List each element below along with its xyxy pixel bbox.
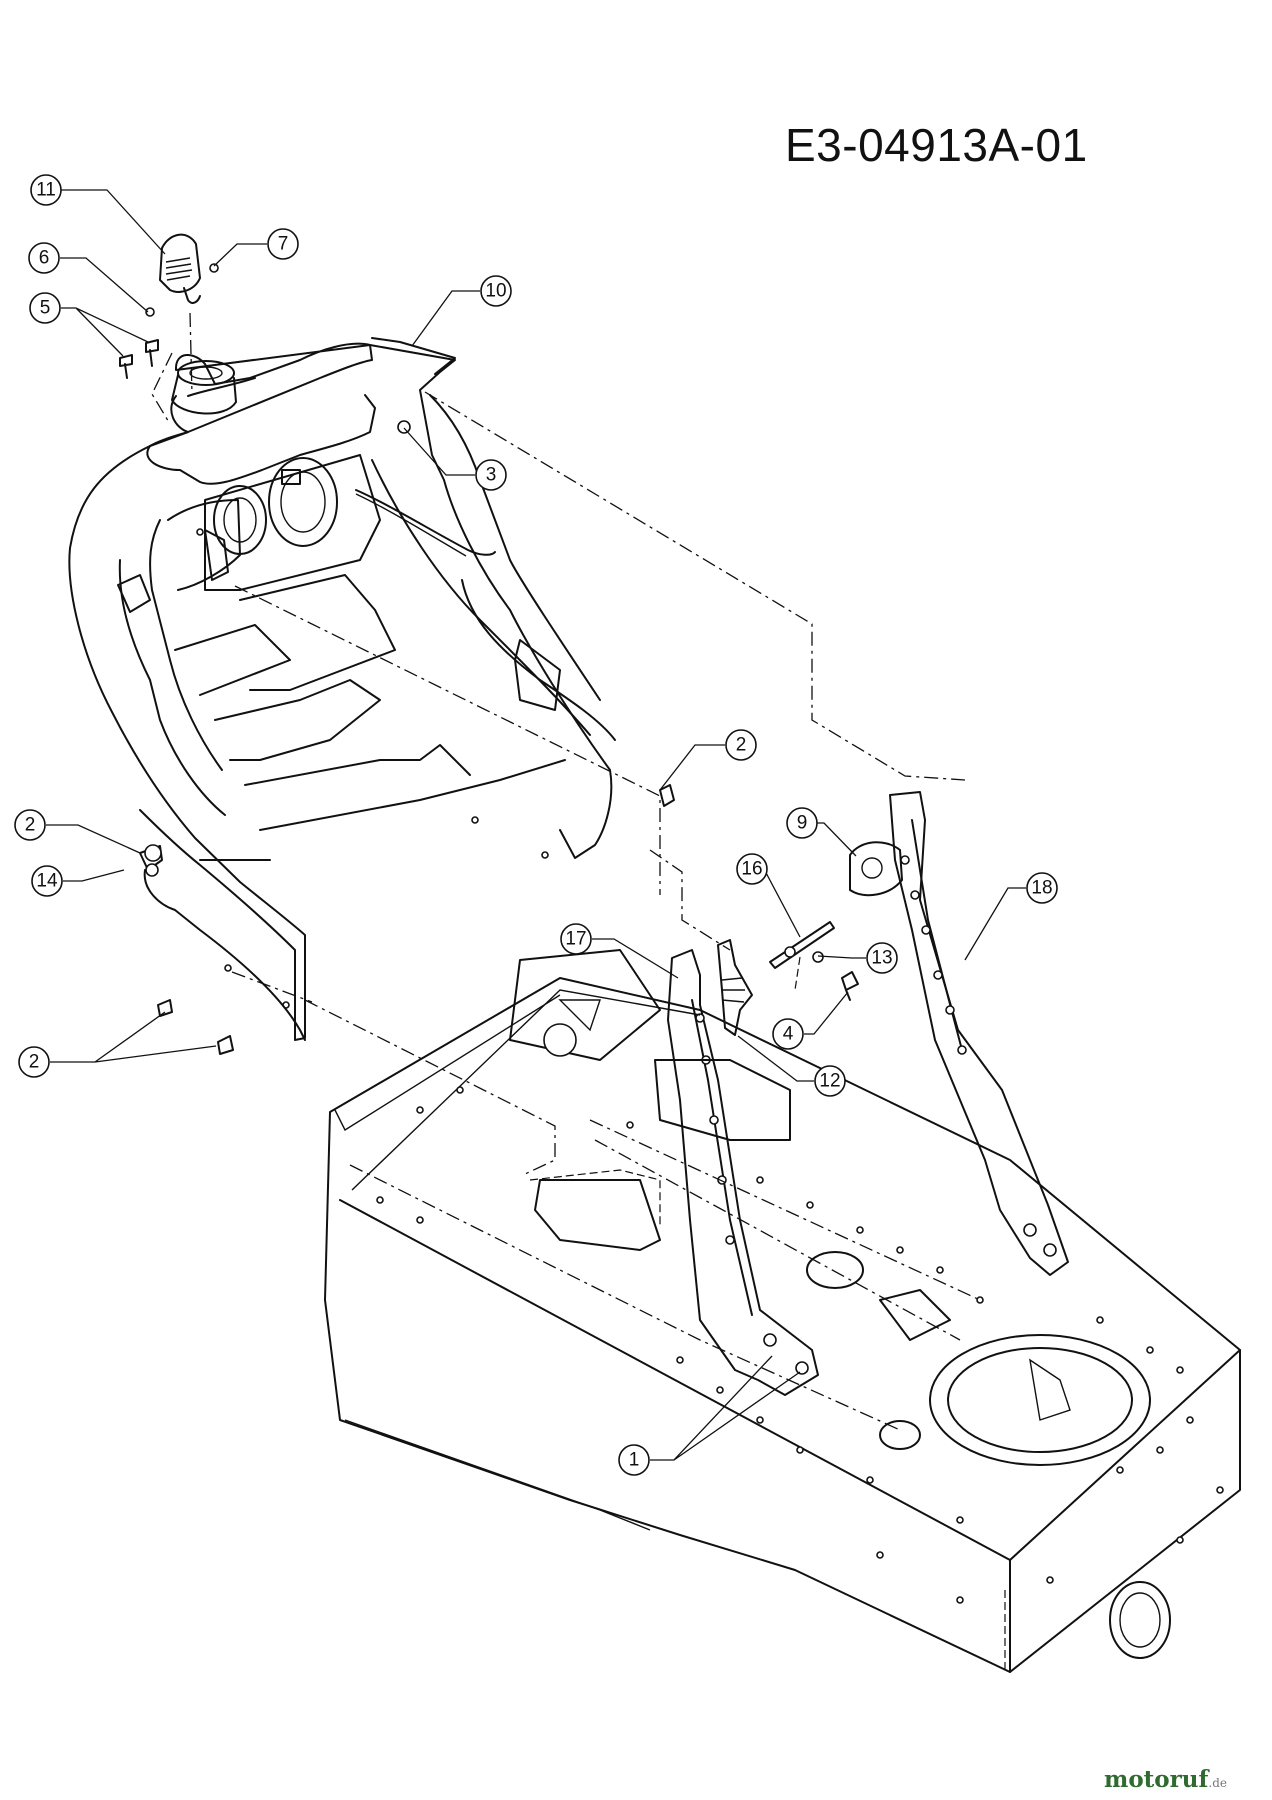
callout-14: 14 (31, 865, 63, 897)
callout-10: 10 (480, 275, 512, 307)
svg-text:17: 17 (565, 929, 586, 950)
svg-text:2: 2 (29, 1052, 40, 1073)
chassis-frame (324, 949, 1241, 1673)
svg-text:2: 2 (25, 815, 36, 836)
small-fasteners (119, 263, 411, 434)
svg-text:7: 7 (278, 234, 289, 255)
assembly-lines (151, 312, 966, 1175)
callout-2-dash: 2 (725, 729, 757, 761)
callout-1: 1 (618, 1444, 650, 1476)
svg-text:2: 2 (736, 735, 747, 756)
left-side-panel (139, 784, 675, 1055)
callout-17: 17 (560, 923, 592, 955)
svg-text:14: 14 (36, 871, 58, 892)
callout-2-left: 2 (14, 809, 46, 841)
svg-text:3: 3 (486, 465, 497, 486)
svg-text:6: 6 (39, 248, 50, 269)
callout-7: 7 (267, 228, 299, 260)
support-bracket-17 (667, 949, 819, 1396)
callout-6: 6 (28, 242, 60, 274)
support-bracket-18 (889, 791, 1069, 1276)
callout-leaders (46, 189, 1026, 1461)
switch-bracket-12 (717, 939, 753, 1036)
svg-text:4: 4 (783, 1024, 794, 1045)
switch-parts (769, 841, 903, 1001)
callout-11: 11 (30, 174, 62, 206)
callout-5: 5 (29, 292, 61, 324)
callout-16: 16 (736, 853, 768, 885)
svg-text:5: 5 (40, 298, 51, 319)
callout-2-lower: 2 (18, 1046, 50, 1078)
fuel-cap (159, 233, 201, 304)
svg-text:18: 18 (1031, 878, 1052, 899)
svg-text:16: 16 (741, 859, 762, 880)
svg-text:10: 10 (485, 281, 506, 302)
callout-4: 4 (772, 1018, 804, 1050)
callout-12: 12 (814, 1065, 846, 1097)
dash-console (68, 337, 616, 1041)
svg-text:13: 13 (871, 948, 892, 969)
watermark-logo: motoruf.de (1104, 1766, 1227, 1793)
callout-13: 13 (866, 942, 898, 974)
svg-text:11: 11 (36, 180, 56, 201)
callout-3: 3 (475, 459, 507, 491)
svg-text:9: 9 (797, 813, 808, 834)
drawing-code: E3-04913A-01 (785, 119, 1088, 171)
callout-9: 9 (786, 807, 818, 839)
svg-text:12: 12 (819, 1071, 840, 1092)
callout-18: 18 (1026, 872, 1058, 904)
svg-text:1: 1 (629, 1450, 640, 1471)
